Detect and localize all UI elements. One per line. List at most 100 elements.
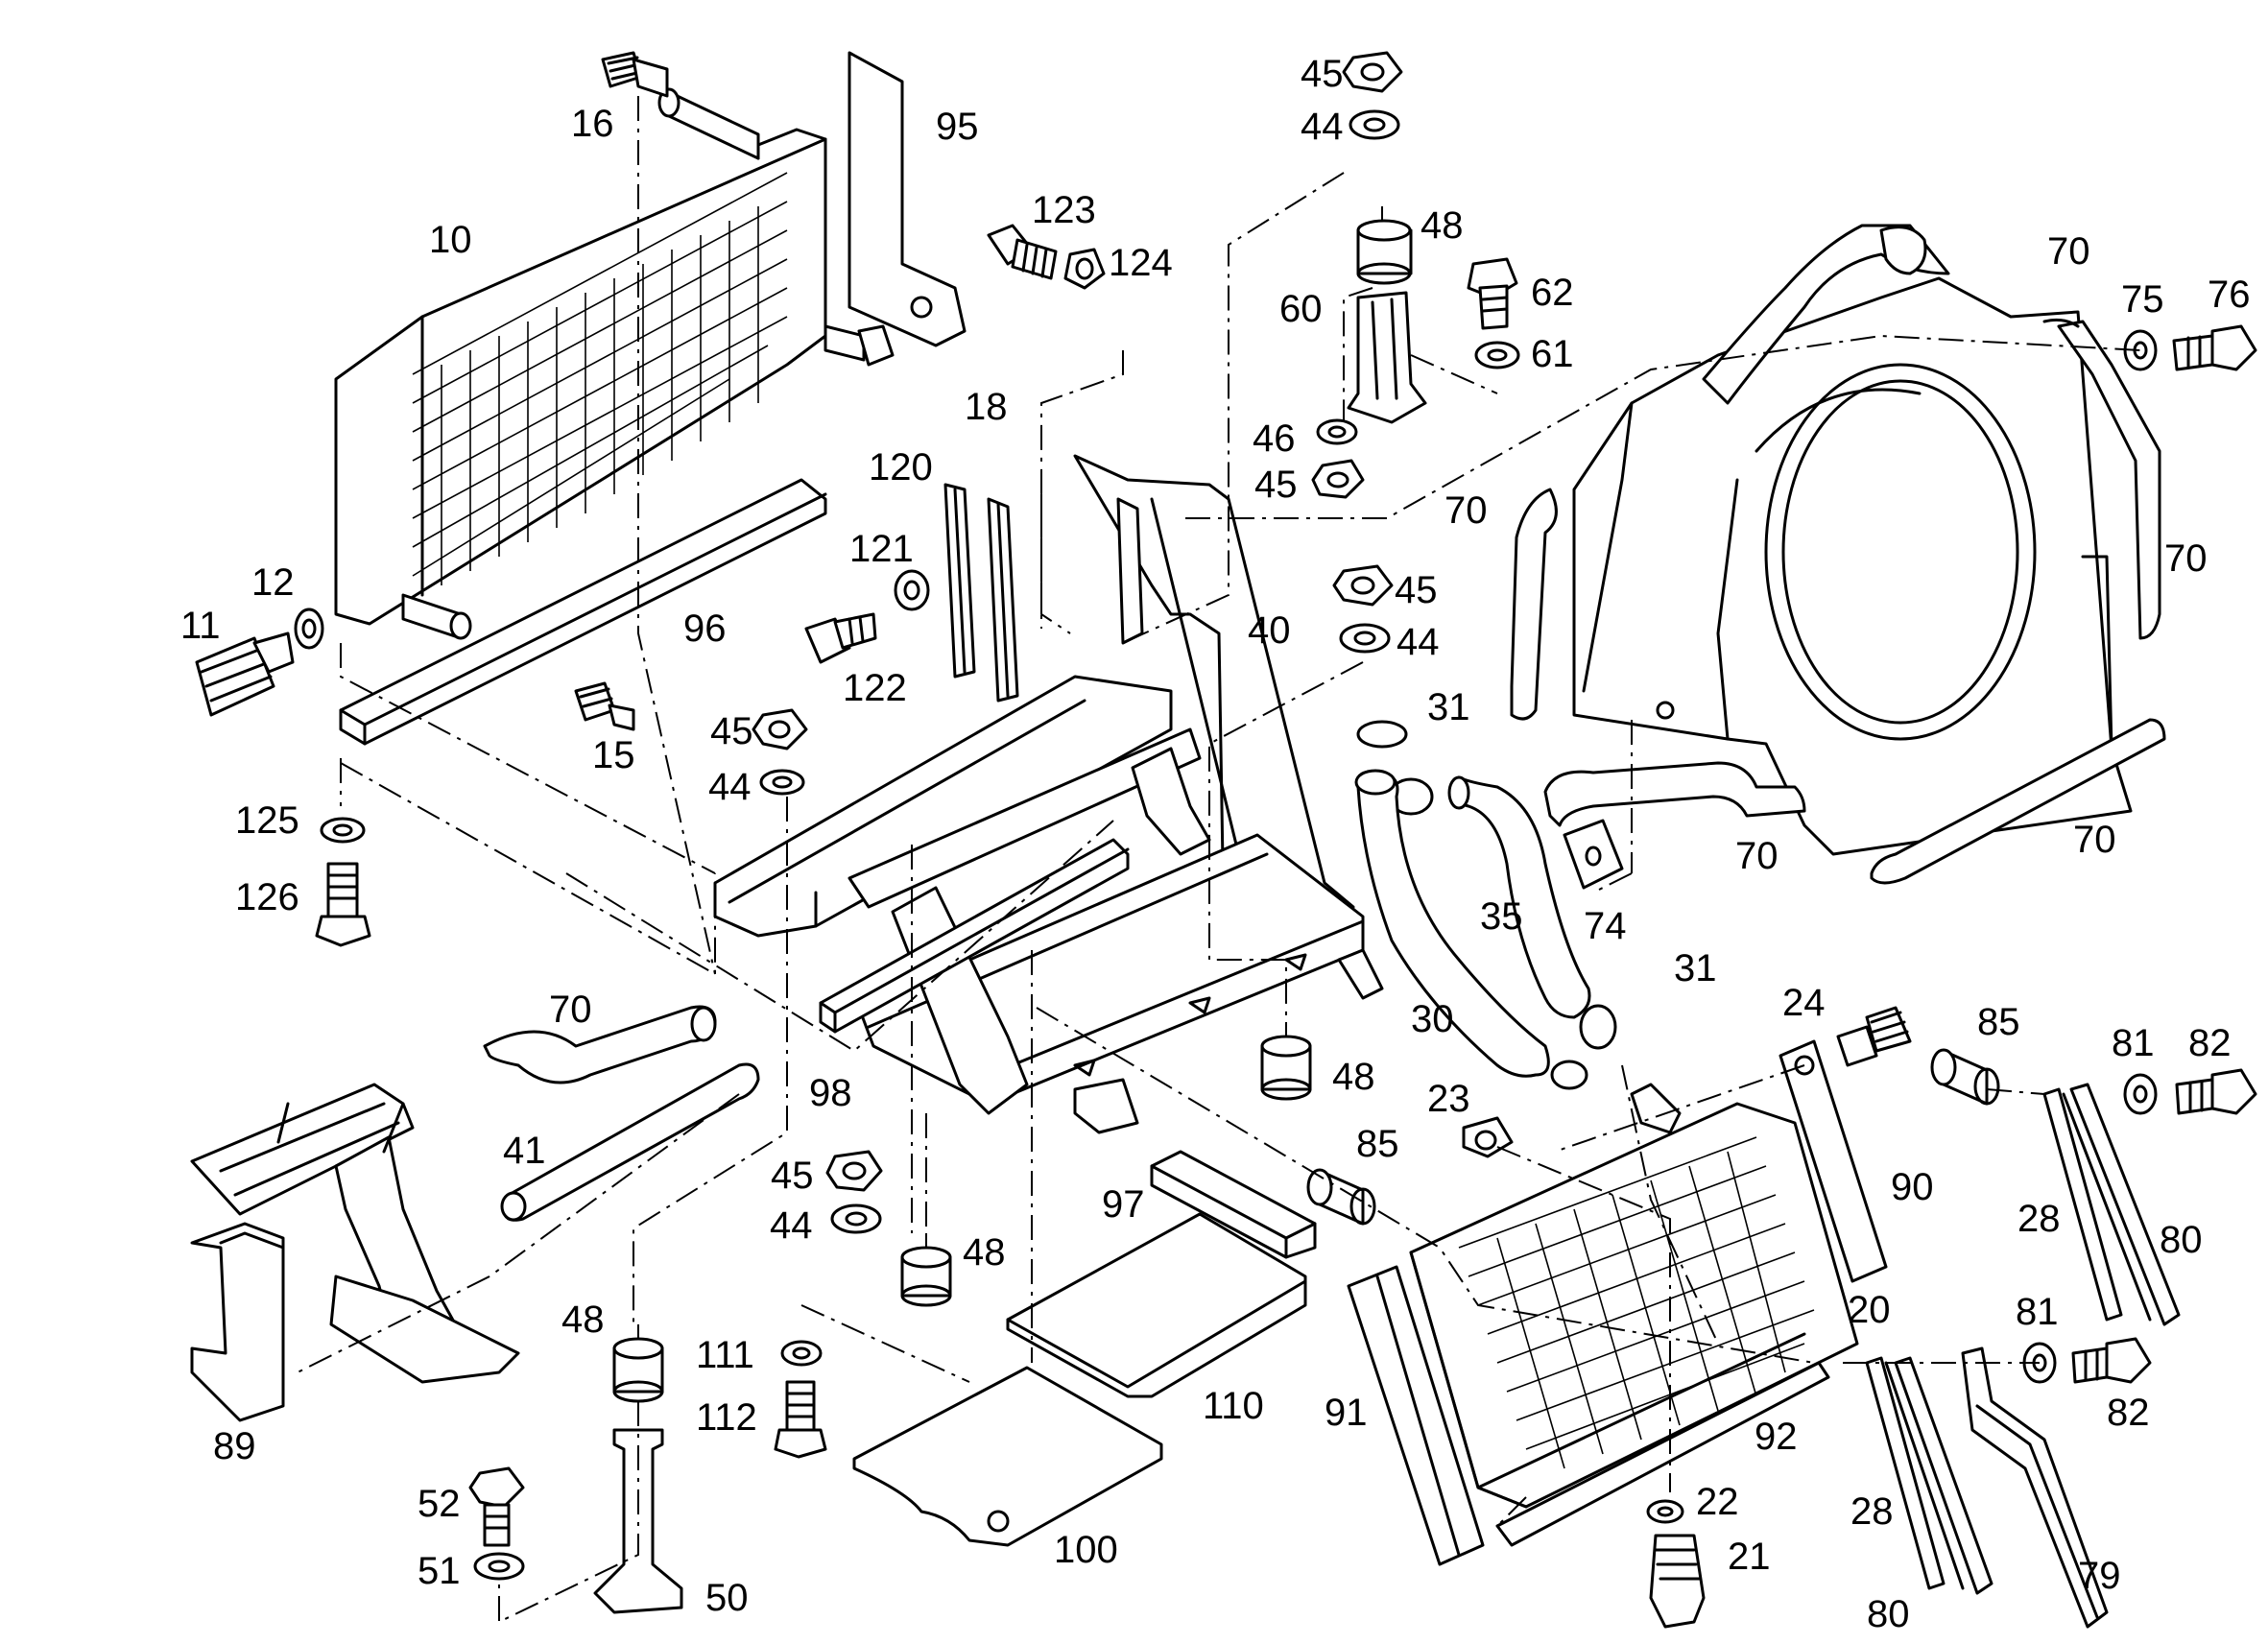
washer-51-icon: [473, 1552, 525, 1581]
drain-cock-21-icon: [1649, 1534, 1706, 1629]
label-61: 61: [1531, 333, 1574, 375]
label-48c: 48: [963, 1231, 1006, 1274]
label-89: 89: [213, 1425, 256, 1467]
strip-91: [1347, 1265, 1485, 1566]
label-15: 15: [592, 734, 635, 776]
label-23: 23: [1427, 1078, 1470, 1120]
bolt-76-icon: [2172, 324, 2257, 371]
label-51: 51: [418, 1550, 461, 1592]
label-110: 110: [1203, 1385, 1264, 1427]
label-16: 16: [571, 103, 614, 145]
cover-plate-100: [852, 1366, 1163, 1547]
bolt-122-icon: [804, 612, 877, 664]
bracket-80-lower: [1894, 1356, 1993, 1595]
label-46: 46: [1253, 417, 1296, 460]
plug-15-icon: [574, 681, 635, 731]
hose-35: [1451, 775, 1591, 1019]
label-70c: 70: [2164, 537, 2208, 580]
bolt-126-icon: [315, 862, 371, 947]
label-120: 120: [869, 446, 933, 488]
bolt-112-icon: [774, 1380, 827, 1459]
label-45b: 45: [1254, 464, 1298, 506]
label-20: 20: [1848, 1289, 1891, 1331]
nut-45-c-icon: [1332, 564, 1394, 607]
washer-61-icon: [1474, 341, 1520, 369]
label-44c: 44: [708, 766, 752, 808]
label-12: 12: [251, 561, 295, 604]
mount-48-left-icon: [612, 1324, 664, 1403]
label-91: 91: [1325, 1392, 1368, 1434]
label-82b: 82: [2107, 1392, 2150, 1434]
nut-45-top-icon: [1342, 51, 1403, 93]
bracket-74: [1563, 819, 1624, 890]
label-124: 124: [1109, 242, 1173, 284]
label-45c: 45: [1395, 569, 1438, 611]
washer-44-top-icon: [1349, 109, 1400, 140]
label-70b: 70: [1444, 489, 1488, 532]
clamp-31-icon: [1356, 720, 1408, 749]
label-24: 24: [1782, 982, 1826, 1024]
label-85a: 85: [1977, 1001, 2020, 1043]
label-75: 75: [2121, 278, 2164, 321]
bracket-28-lower: [1865, 1356, 1946, 1590]
label-45e: 45: [771, 1155, 814, 1197]
hose-30: [1355, 770, 1550, 1078]
label-44a: 44: [1301, 106, 1344, 148]
spacer-85-right-icon: [1930, 1048, 2000, 1106]
part-labels: 10 11 12 15 16 18 20 21 22 23 24 28 28 3…: [180, 53, 2251, 1635]
washer-46-icon: [1316, 418, 1358, 445]
bolt-82-b-icon: [2071, 1337, 2152, 1384]
assembly-centerlines: [297, 96, 2141, 1624]
label-52: 52: [418, 1483, 461, 1525]
washer-111-icon: [780, 1340, 823, 1367]
bolt-82-icon: [2175, 1068, 2257, 1115]
bracket-60: [1347, 291, 1427, 424]
mount-48-lower-icon: [900, 1233, 952, 1307]
label-70e: 70: [2073, 819, 2116, 861]
main-frame-40: [713, 454, 1384, 1134]
bolt-123-icon: [987, 224, 1058, 280]
hose-70-left: [483, 1005, 717, 1084]
label-81b: 81: [2016, 1291, 2059, 1333]
label-50: 50: [705, 1577, 749, 1619]
label-100: 100: [1054, 1529, 1118, 1571]
label-112: 112: [696, 1396, 757, 1439]
washer-44-d-icon: [830, 1203, 882, 1234]
label-97: 97: [1102, 1183, 1145, 1226]
label-81a: 81: [2112, 1022, 2155, 1064]
label-11: 11: [180, 605, 221, 647]
label-44d: 44: [770, 1204, 813, 1247]
label-21: 21: [1728, 1536, 1771, 1578]
label-70a: 70: [2047, 230, 2090, 273]
clamp-31-b-icon: [1579, 1004, 1617, 1050]
washer-44-c-icon: [1339, 623, 1391, 654]
label-123: 123: [1032, 189, 1096, 231]
label-70f: 70: [549, 989, 592, 1031]
nut-45-b-icon: [1311, 459, 1365, 499]
bracket-79: [1961, 1346, 2109, 1629]
label-85b: 85: [1356, 1123, 1399, 1165]
cover-plate-110: [1006, 1212, 1307, 1398]
label-79: 79: [2078, 1555, 2121, 1597]
spacer-85-left-icon: [1306, 1168, 1376, 1226]
washer-44-icon: [759, 769, 805, 796]
label-30: 30: [1411, 998, 1454, 1040]
oil-cooler-20: [1409, 1083, 1859, 1509]
label-96: 96: [683, 608, 727, 650]
radiator-assembly: [334, 87, 895, 640]
label-28b: 28: [1850, 1490, 1894, 1533]
label-111: 111: [696, 1334, 754, 1376]
label-48a: 48: [1420, 204, 1464, 247]
support-stand-50: [593, 1428, 683, 1614]
bracket-95: [848, 51, 967, 347]
drain-cock-11-icon: [195, 631, 295, 717]
label-18: 18: [965, 386, 1008, 428]
plug-16-icon: [601, 51, 669, 98]
label-80b: 80: [1867, 1593, 1910, 1635]
label-48b: 48: [1332, 1056, 1375, 1098]
label-126: 126: [235, 876, 299, 918]
label-22: 22: [1696, 1481, 1739, 1523]
label-125: 125: [235, 799, 299, 842]
label-35: 35: [1480, 895, 1523, 938]
label-41: 41: [503, 1130, 546, 1172]
